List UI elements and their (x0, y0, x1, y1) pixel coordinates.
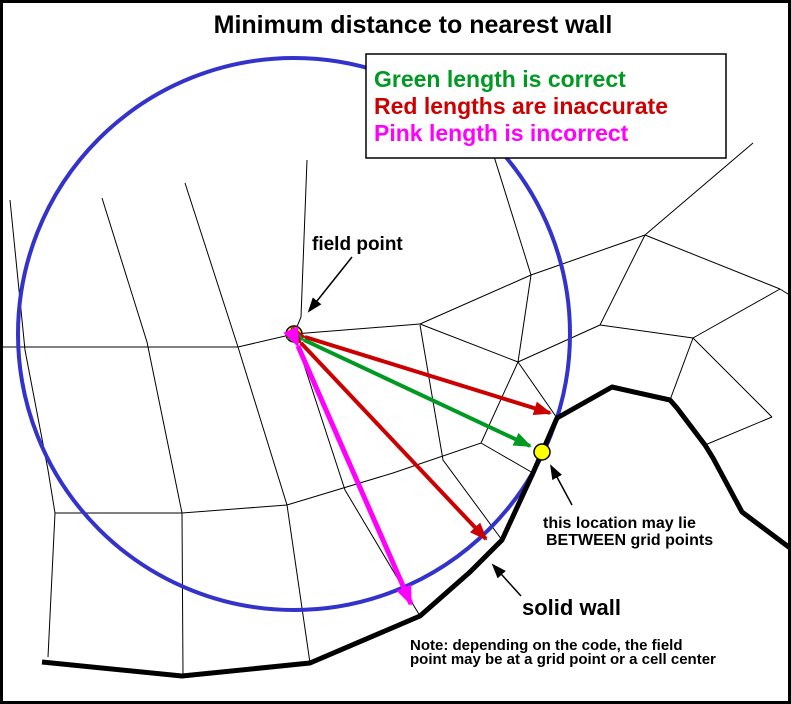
field-point-pointer (307, 256, 353, 313)
wall-location-label-line2: BETWEEN grid points (546, 532, 713, 549)
grid-line (599, 234, 646, 326)
field-point-label: field point (312, 234, 403, 255)
legend-item-red: Red lengths are inaccurate (374, 93, 668, 119)
legend: Green length is correct Red lengths are … (365, 53, 727, 159)
annotation-arrows (307, 256, 573, 597)
solid-wall-label: solid wall (522, 595, 621, 620)
nearest-wall-point-dot (533, 443, 551, 461)
distance-arrows (283, 325, 552, 606)
wall-point-pointer (550, 464, 573, 506)
grid-line (669, 337, 694, 401)
legend-box (365, 53, 727, 159)
grid-line (419, 274, 532, 325)
grid-line (692, 337, 773, 418)
grid-line (704, 416, 773, 446)
grid-line (491, 149, 532, 276)
minimum-distance-circle (16, 56, 572, 612)
note-line2: point may be at a grid point or a cell c… (410, 651, 716, 668)
grid-line (101, 197, 184, 676)
legend-item-pink: Pink length is incorrect (374, 120, 629, 146)
grid-line (644, 142, 754, 236)
field-point-dot (285, 325, 303, 343)
wall-location-label-line1: this location may lie (543, 515, 696, 532)
grid-line (530, 234, 646, 276)
pink-arrow (283, 326, 414, 606)
legend-item-green: Green length is correct (374, 66, 626, 92)
note-line1: Note: depending on the code, the field (410, 637, 683, 654)
solid-wall-line (41, 384, 791, 679)
solid-wall-pointer (491, 563, 522, 597)
grid-line (692, 288, 781, 339)
grid-line (599, 324, 694, 339)
diagram-title: Minimum distance to nearest wall (214, 11, 613, 39)
grid-line (644, 234, 781, 290)
